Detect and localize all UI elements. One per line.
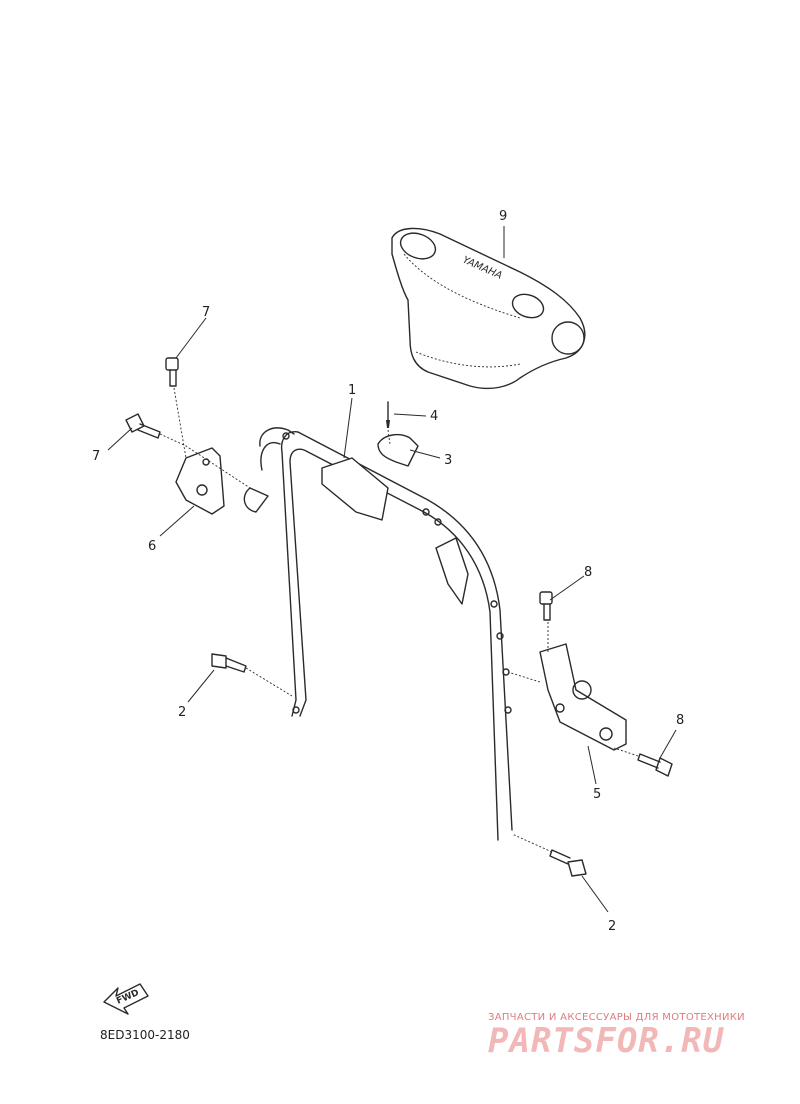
- fwd-arrow-icon: FWD: [103, 983, 149, 1015]
- callout-1: 1: [348, 383, 356, 398]
- diagram-code: 8ED3100-2180: [100, 1028, 190, 1042]
- bolt-lower-right[interactable]: [549, 849, 587, 877]
- callout-6: 6: [148, 539, 156, 554]
- callout-8-right: 8: [676, 713, 684, 728]
- callout-8-top: 8: [584, 565, 592, 580]
- callout-7-top: 7: [202, 305, 210, 320]
- pin[interactable]: [386, 401, 390, 428]
- bracket-right[interactable]: [539, 643, 627, 751]
- handlebar-cover[interactable]: YAMAHA: [391, 227, 586, 390]
- callout-7-left: 7: [92, 449, 100, 464]
- callout-5: 5: [593, 787, 601, 802]
- bolt-left[interactable]: [125, 413, 161, 439]
- clip[interactable]: [377, 433, 419, 467]
- callout-3: 3: [444, 453, 452, 468]
- callout-4: 4: [430, 409, 438, 424]
- bracket-left[interactable]: [175, 447, 225, 515]
- watermark-tagline: ЗАПЧАСТИ И АКСЕССУАРЫ ДЛЯ МОТОТЕХНИКИ: [488, 1012, 745, 1023]
- callout-2-left: 2: [178, 705, 186, 720]
- callout-2-right: 2: [608, 919, 616, 934]
- bolt-top-left[interactable]: [165, 357, 179, 387]
- leader-lines: [107, 226, 677, 913]
- callouts: 9 1 4 3 7 7 6 8 8 5 2 2: [92, 209, 684, 934]
- assembly-lines: [159, 387, 639, 853]
- handlebar[interactable]: [243, 427, 513, 841]
- bolt-right[interactable]: [637, 753, 673, 777]
- bolt-lower-left[interactable]: [211, 653, 247, 673]
- callout-9: 9: [499, 209, 507, 224]
- watermark-logo: PARTSFOR.RU: [488, 1021, 725, 1061]
- bolt-top-right[interactable]: [539, 591, 553, 621]
